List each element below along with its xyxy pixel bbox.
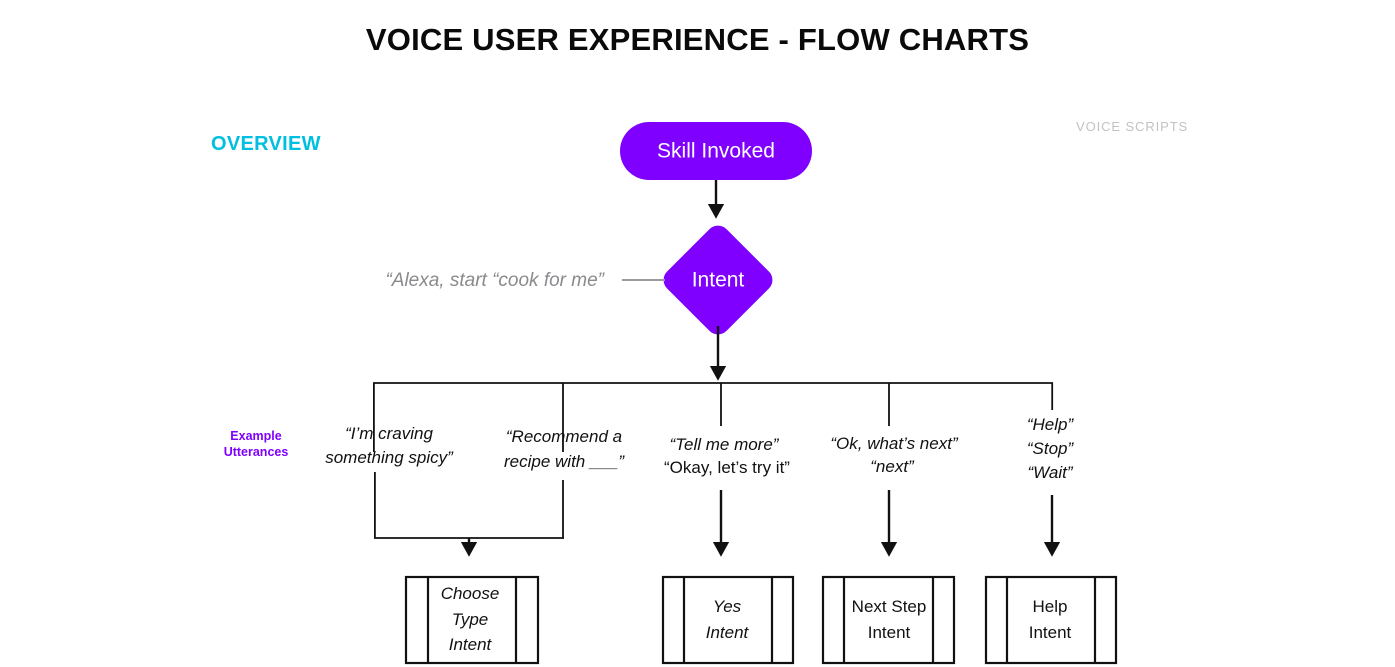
choose-type-intent-line-3: Intent — [449, 635, 493, 654]
branch-utterance-recommend: “Recommend a recipe with ___” — [504, 427, 625, 471]
skill-invoked-shape — [620, 122, 812, 180]
node-intent[interactable]: Intent — [659, 221, 778, 340]
skill-invoked-label: Skill Invoked — [657, 140, 775, 163]
branch-utterance-whats-next: “Ok, what’s next” “next” — [830, 434, 959, 476]
branch-utterance-tell-me-more: “Tell me more” “Okay, let’s try it” — [664, 435, 790, 477]
branch-recommend-line-2: recipe with ___” — [504, 452, 625, 471]
help-intent-line-2: Intent — [1029, 623, 1072, 642]
next-step-intent-line-1: Next Step — [852, 597, 927, 616]
choose-type-intent-line-1: Choose — [441, 584, 500, 603]
node-skill-invoked[interactable]: Skill Invoked — [620, 122, 812, 180]
yes-intent-shape — [661, 575, 795, 665]
branch-utterance-craving: “I’m craving something spicy” — [325, 424, 454, 467]
intent-label: Intent — [692, 269, 745, 292]
branch-craving-line-2: something spicy” — [325, 448, 454, 467]
branch-whats-next-line-1: “Ok, what’s next” — [830, 434, 959, 453]
next-step-intent-line-2: Intent — [868, 623, 911, 642]
help-intent-line-1: Help — [1033, 597, 1068, 616]
node-next-step-intent[interactable]: Next Step Intent — [821, 575, 956, 665]
merge-to-choose-type-intent — [373, 472, 564, 557]
yes-intent-line-2: Intent — [706, 623, 750, 642]
node-help-intent[interactable]: Help Intent — [984, 575, 1118, 665]
branch-help-line-1: “Help” — [1027, 415, 1075, 434]
help-intent-shape — [984, 575, 1118, 665]
branch-tell-me-more-line-2: “Okay, let’s try it” — [664, 458, 790, 477]
node-yes-intent[interactable]: Yes Intent — [661, 575, 795, 665]
example-utterances-label: Example Utterances — [206, 428, 306, 460]
node-choose-type-intent[interactable]: Choose Type Intent — [404, 575, 540, 665]
branch-help-line-3: “Wait” — [1027, 463, 1073, 482]
branch-recommend-line-1: “Recommend a — [506, 427, 622, 446]
branch-craving-line-1: “I’m craving — [345, 424, 433, 443]
next-step-intent-shape — [821, 575, 956, 665]
branch-tell-me-more-line-1: “Tell me more” — [670, 435, 780, 454]
branch-distribution-bar — [372, 382, 1054, 452]
branch-whats-next-line-2: “next” — [870, 457, 915, 476]
example-utterances-line1: Example — [230, 429, 282, 443]
section-label-overview: OVERVIEW — [211, 133, 321, 155]
invocation-utterance-text: “Alexa, start “cook for me” — [385, 270, 605, 291]
intent-shape — [663, 225, 773, 335]
page-title: VOICE USER EXPERIENCE - FLOW CHARTS — [365, 22, 1030, 57]
choose-type-intent-line-2: Type — [452, 610, 489, 629]
branch-help-line-2: “Stop” — [1027, 439, 1075, 458]
corner-label-voice-scripts: VOICE SCRIPTS — [1076, 119, 1189, 134]
example-utterances-line2: Utterances — [223, 445, 289, 459]
branch-utterance-help-stop-wait: “Help” “Stop” “Wait” — [1027, 415, 1075, 482]
yes-intent-line-1: Yes — [713, 597, 742, 616]
